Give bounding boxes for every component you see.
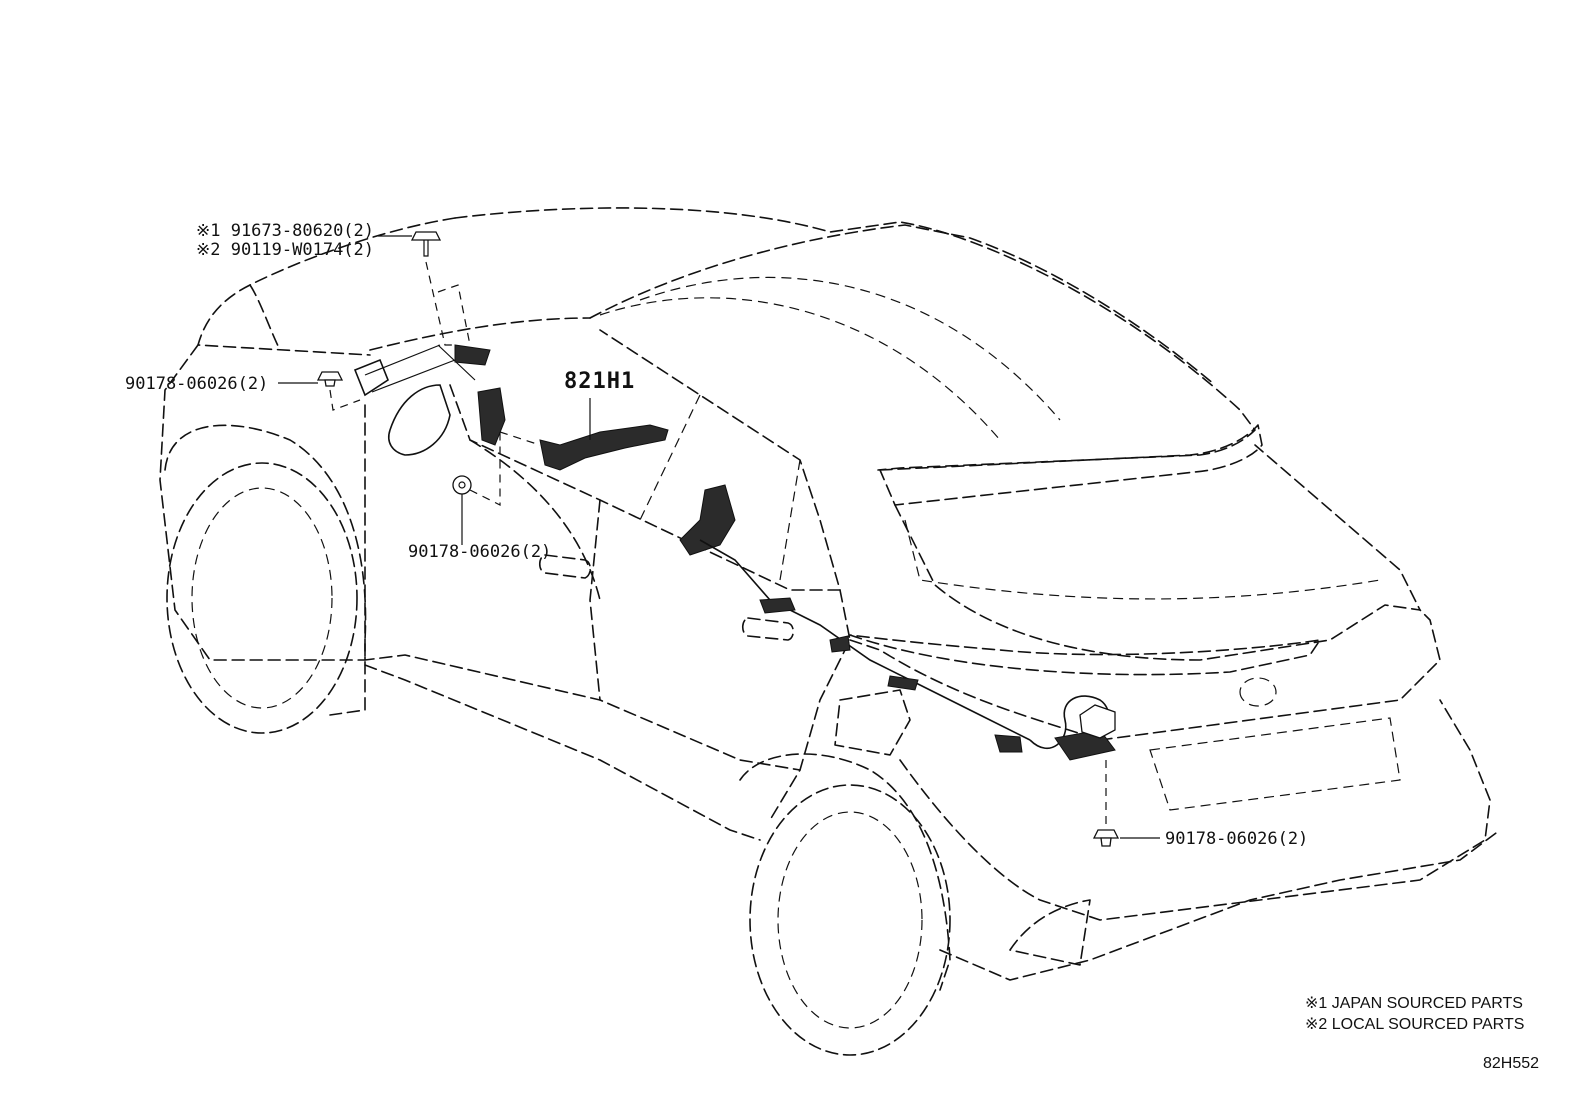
- front-rim: [191, 487, 333, 709]
- rear-diffuser: [1009, 899, 1091, 966]
- rear-rim: [777, 811, 923, 1029]
- bolt-top: [410, 231, 442, 257]
- callout-mid-clip: 90178-06026(2): [408, 542, 552, 562]
- side-body-upper: [159, 344, 366, 661]
- door-line-front: [364, 404, 801, 771]
- hood-crease: [249, 284, 281, 351]
- clip-left: [316, 371, 344, 387]
- roof-outline: [454, 207, 1256, 471]
- rear-lower-bumper: [939, 829, 1501, 981]
- rear-tire: [749, 784, 951, 1056]
- c-pillar: [779, 459, 801, 581]
- front-door-handle: [538, 554, 592, 579]
- roof-rail: [589, 224, 1216, 386]
- rear-body: [849, 609, 1441, 741]
- rocker-panel: [364, 664, 761, 841]
- rear-door-handle: [741, 617, 795, 641]
- guide-mid-clip: [469, 430, 501, 506]
- wire-harness-a-pillar-2: [477, 387, 506, 446]
- door-line-rear: [589, 499, 601, 701]
- legend-note-2: ※2 LOCAL SOURCED PARTS: [1305, 1016, 1525, 1033]
- callout-rear-clip: 90178-06026(2): [1165, 829, 1309, 849]
- hood-outline: [197, 217, 456, 356]
- fender-bracket: [353, 358, 389, 397]
- rear-harness-bracket: [1079, 704, 1116, 739]
- clip-rear: [1092, 829, 1120, 847]
- front-tire: [166, 462, 358, 734]
- rear-spoiler: [879, 424, 1263, 506]
- rear-emblem: [1239, 677, 1277, 707]
- legend-note-1: ※1 JAPAN SOURCED PARTS: [1305, 995, 1523, 1012]
- guide-top-bracket: [437, 284, 471, 346]
- b-pillar: [639, 394, 701, 521]
- callout-top-bolt-line2: ※2 90119-W0174(2): [196, 240, 375, 260]
- rear-glass: [904, 519, 1381, 600]
- wire-connector-1: [759, 597, 796, 614]
- front-wheel-arch: [164, 424, 367, 716]
- roof-panel-line: [599, 297, 1001, 441]
- callout-harness-part: 821H1: [564, 369, 636, 394]
- wire-harness-body: [539, 424, 669, 471]
- callout-top-bolt-line1: ※1 91673-80620(2): [196, 221, 375, 241]
- roof-panel-line-2: [639, 276, 1061, 421]
- clip-mid: [452, 475, 472, 495]
- wire-harness-b-pillar: [679, 484, 736, 556]
- rear-wheel-arch: [739, 753, 951, 991]
- rear-quarter: [769, 589, 851, 821]
- rear-hatch: [894, 444, 1421, 661]
- fuel-door: [834, 689, 911, 756]
- door-seam: [469, 439, 601, 601]
- diagram-id: 82H552: [1483, 1055, 1540, 1072]
- wire-connector-2: [829, 635, 851, 653]
- callout-left-clip: 90178-06026(2): [125, 374, 269, 394]
- plate-area: [1149, 717, 1401, 811]
- tail-lamp-bar: [849, 634, 1321, 676]
- guide-harness: [499, 431, 541, 446]
- guide-left-clip: [329, 389, 361, 411]
- guide-top-bolt: [425, 261, 455, 346]
- side-mirror: [388, 384, 451, 456]
- rear-bumper: [899, 699, 1491, 921]
- a-pillar: [369, 317, 591, 351]
- wire-harness-a-pillar: [454, 344, 491, 366]
- wire-connector-4: [994, 734, 1023, 753]
- wire-connector-3: [887, 675, 919, 691]
